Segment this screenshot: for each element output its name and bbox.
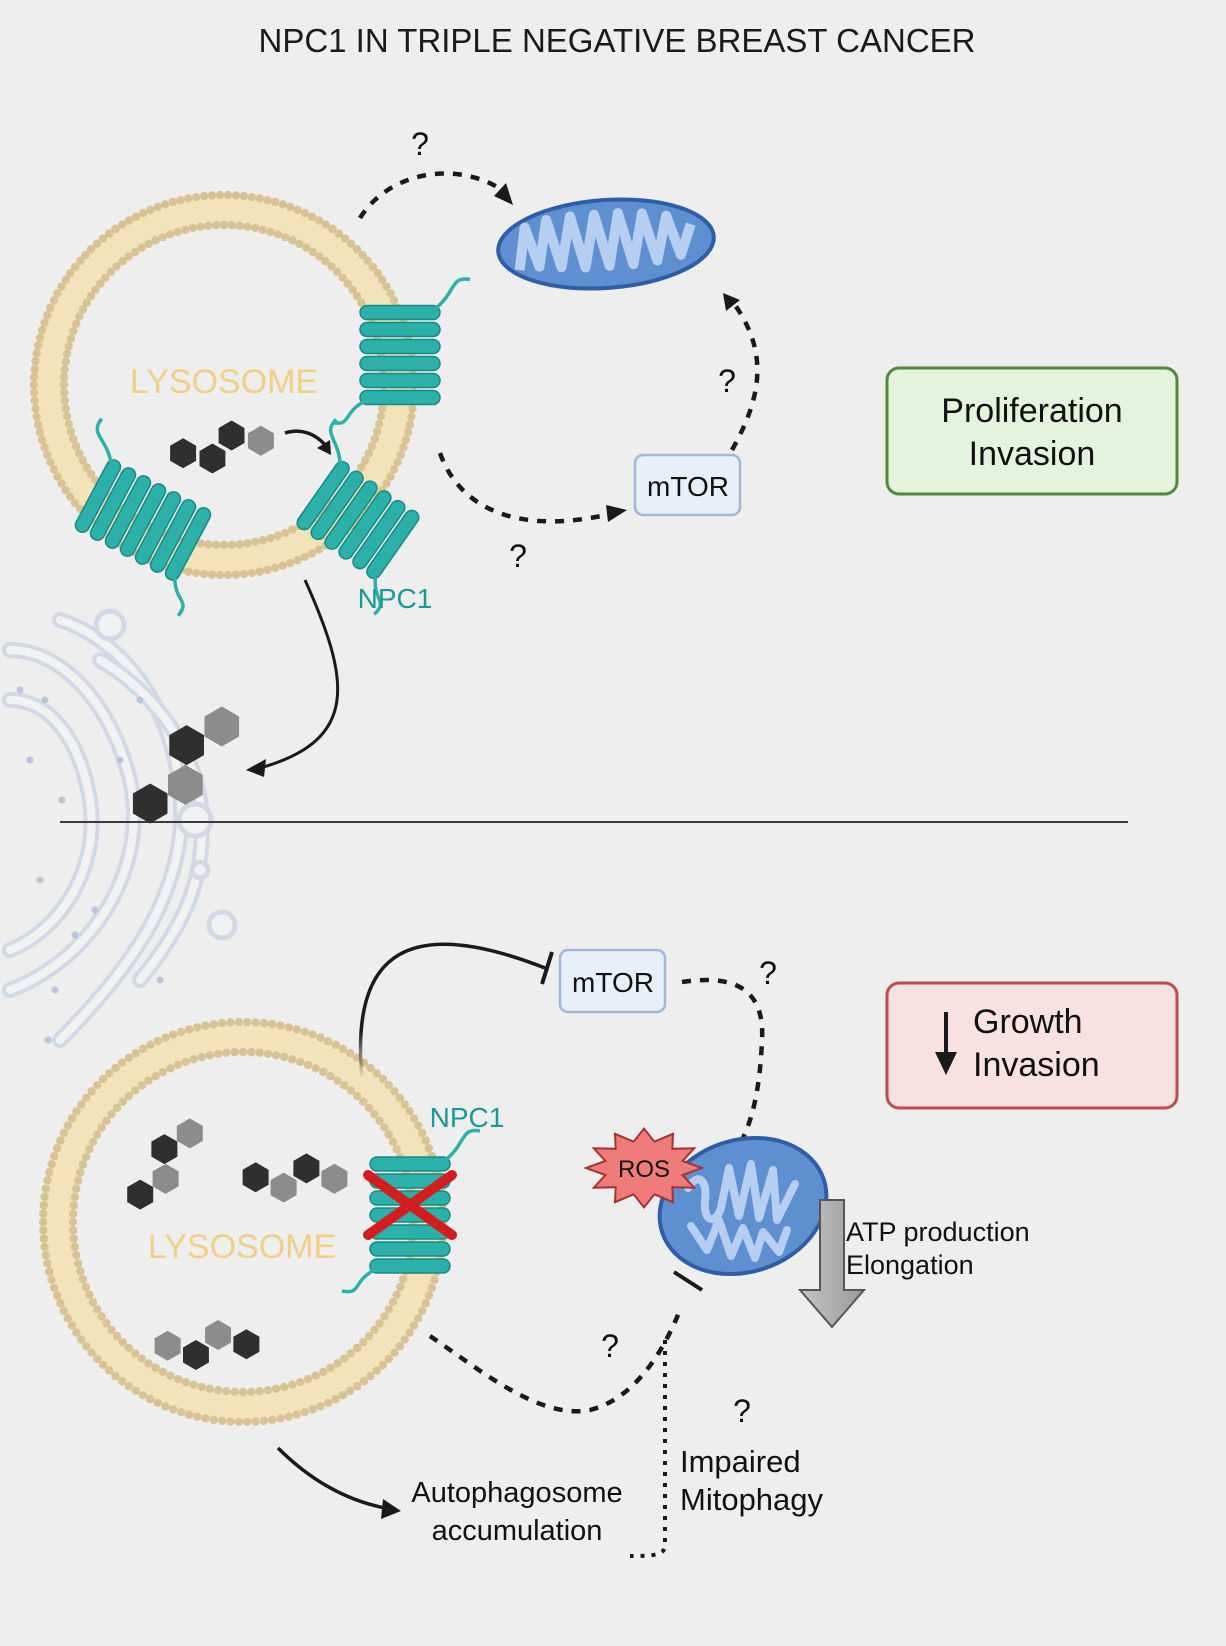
question-mark-bottom-1: ?	[759, 955, 777, 991]
question-mark-top-3: ?	[718, 363, 736, 399]
outcome-text-growth: Growth	[973, 1003, 1083, 1041]
cholesterol-molecule-golgi	[132, 706, 240, 824]
knockout-cross-icon	[363, 1170, 457, 1240]
efflux-arrowhead	[246, 759, 266, 777]
cholesterol-molecule-top-inside	[170, 420, 274, 474]
elongation-label: Elongation	[846, 1250, 974, 1280]
autophagosome-label: Autophagosome	[411, 1477, 622, 1509]
cholesterol-molecule-bottom-3	[154, 1320, 260, 1370]
npc1-label-bottom: NPC1	[430, 1102, 505, 1133]
transport-arrow-inside	[284, 429, 328, 448]
npc1-protein-top-right	[331, 277, 471, 425]
inhibition-line-lysosome-to-mtor	[358, 942, 546, 1079]
question-mark-bottom-2: ?	[601, 1328, 619, 1364]
outcome-box-proliferation	[885, 366, 1179, 496]
down-arrow-icon	[935, 1012, 957, 1075]
outcome-text-invasion-top: Invasion	[969, 435, 1096, 473]
atp-production-label: ATP production	[846, 1217, 1030, 1247]
ros-burst-icon	[583, 1126, 705, 1210]
mitochondrion-top	[496, 197, 716, 291]
autophagosome-arrowhead	[381, 1499, 401, 1519]
accumulation-label: accumulation	[432, 1515, 603, 1547]
transport-arrowhead-inside	[317, 440, 331, 455]
mtor-label-top: mTOR	[647, 471, 729, 502]
arrowhead-to-mitochondrion-top	[494, 183, 513, 205]
ros-label: ROS	[618, 1156, 670, 1183]
dashed-arrow-mtor-to-mitochondrion	[730, 303, 760, 452]
inhibition-bar-mtor	[540, 951, 554, 985]
lysosome-label-bottom: LYSOSOME	[148, 1228, 336, 1266]
dashed-line-mtor-to-mitochondrion	[681, 977, 765, 1142]
arrowhead-to-mtor-top	[606, 505, 627, 522]
outcome-text-invasion-bottom: Invasion	[973, 1046, 1100, 1084]
inhibition-bar-mitochondrion	[672, 1270, 704, 1292]
dashed-arrow-lysosome-to-mitochondrion	[358, 171, 507, 220]
impaired-label: Impaired	[680, 1444, 801, 1479]
arrow-to-autophagosome	[276, 1446, 386, 1510]
npc1-protein-top-bottom	[296, 418, 420, 616]
cholesterol-molecule-bottom-1	[127, 1118, 203, 1210]
diagram-title: NPC1 IN TRIPLE NEGATIVE BREAST CANCER	[258, 22, 975, 59]
npc1-protein-top-left	[74, 417, 212, 617]
question-mark-top-1: ?	[411, 126, 429, 162]
arrowhead-to-mitochondrion-from-mtor	[723, 293, 740, 311]
dashed-arrow-lysosome-to-mtor	[437, 452, 611, 524]
dashed-line-lysosome-to-mitochondrion	[428, 1309, 683, 1414]
mtor-box-top	[633, 453, 742, 517]
outcome-text-proliferation: Proliferation	[941, 392, 1122, 430]
mitophagy-label: Mitophagy	[680, 1482, 824, 1517]
mitochondrion-bottom	[657, 1135, 829, 1277]
decrease-arrow-icon	[797, 1199, 867, 1329]
golgi-apparatus	[2, 608, 238, 1048]
dotted-line-mitophagy	[629, 1340, 667, 1558]
npc1-label-top: NPC1	[358, 583, 433, 614]
npc1-protein-bottom	[341, 1128, 481, 1294]
mtor-box-bottom	[558, 948, 667, 1014]
question-mark-top-2: ?	[509, 538, 527, 574]
cholesterol-molecule-bottom-2	[242, 1153, 348, 1203]
outcome-box-growth	[885, 981, 1179, 1110]
question-mark-bottom-3: ?	[733, 1393, 751, 1429]
mtor-label-bottom: mTOR	[572, 967, 654, 998]
efflux-arrow-to-golgi	[259, 579, 340, 770]
lysosome-label-top: LYSOSOME	[130, 363, 318, 401]
